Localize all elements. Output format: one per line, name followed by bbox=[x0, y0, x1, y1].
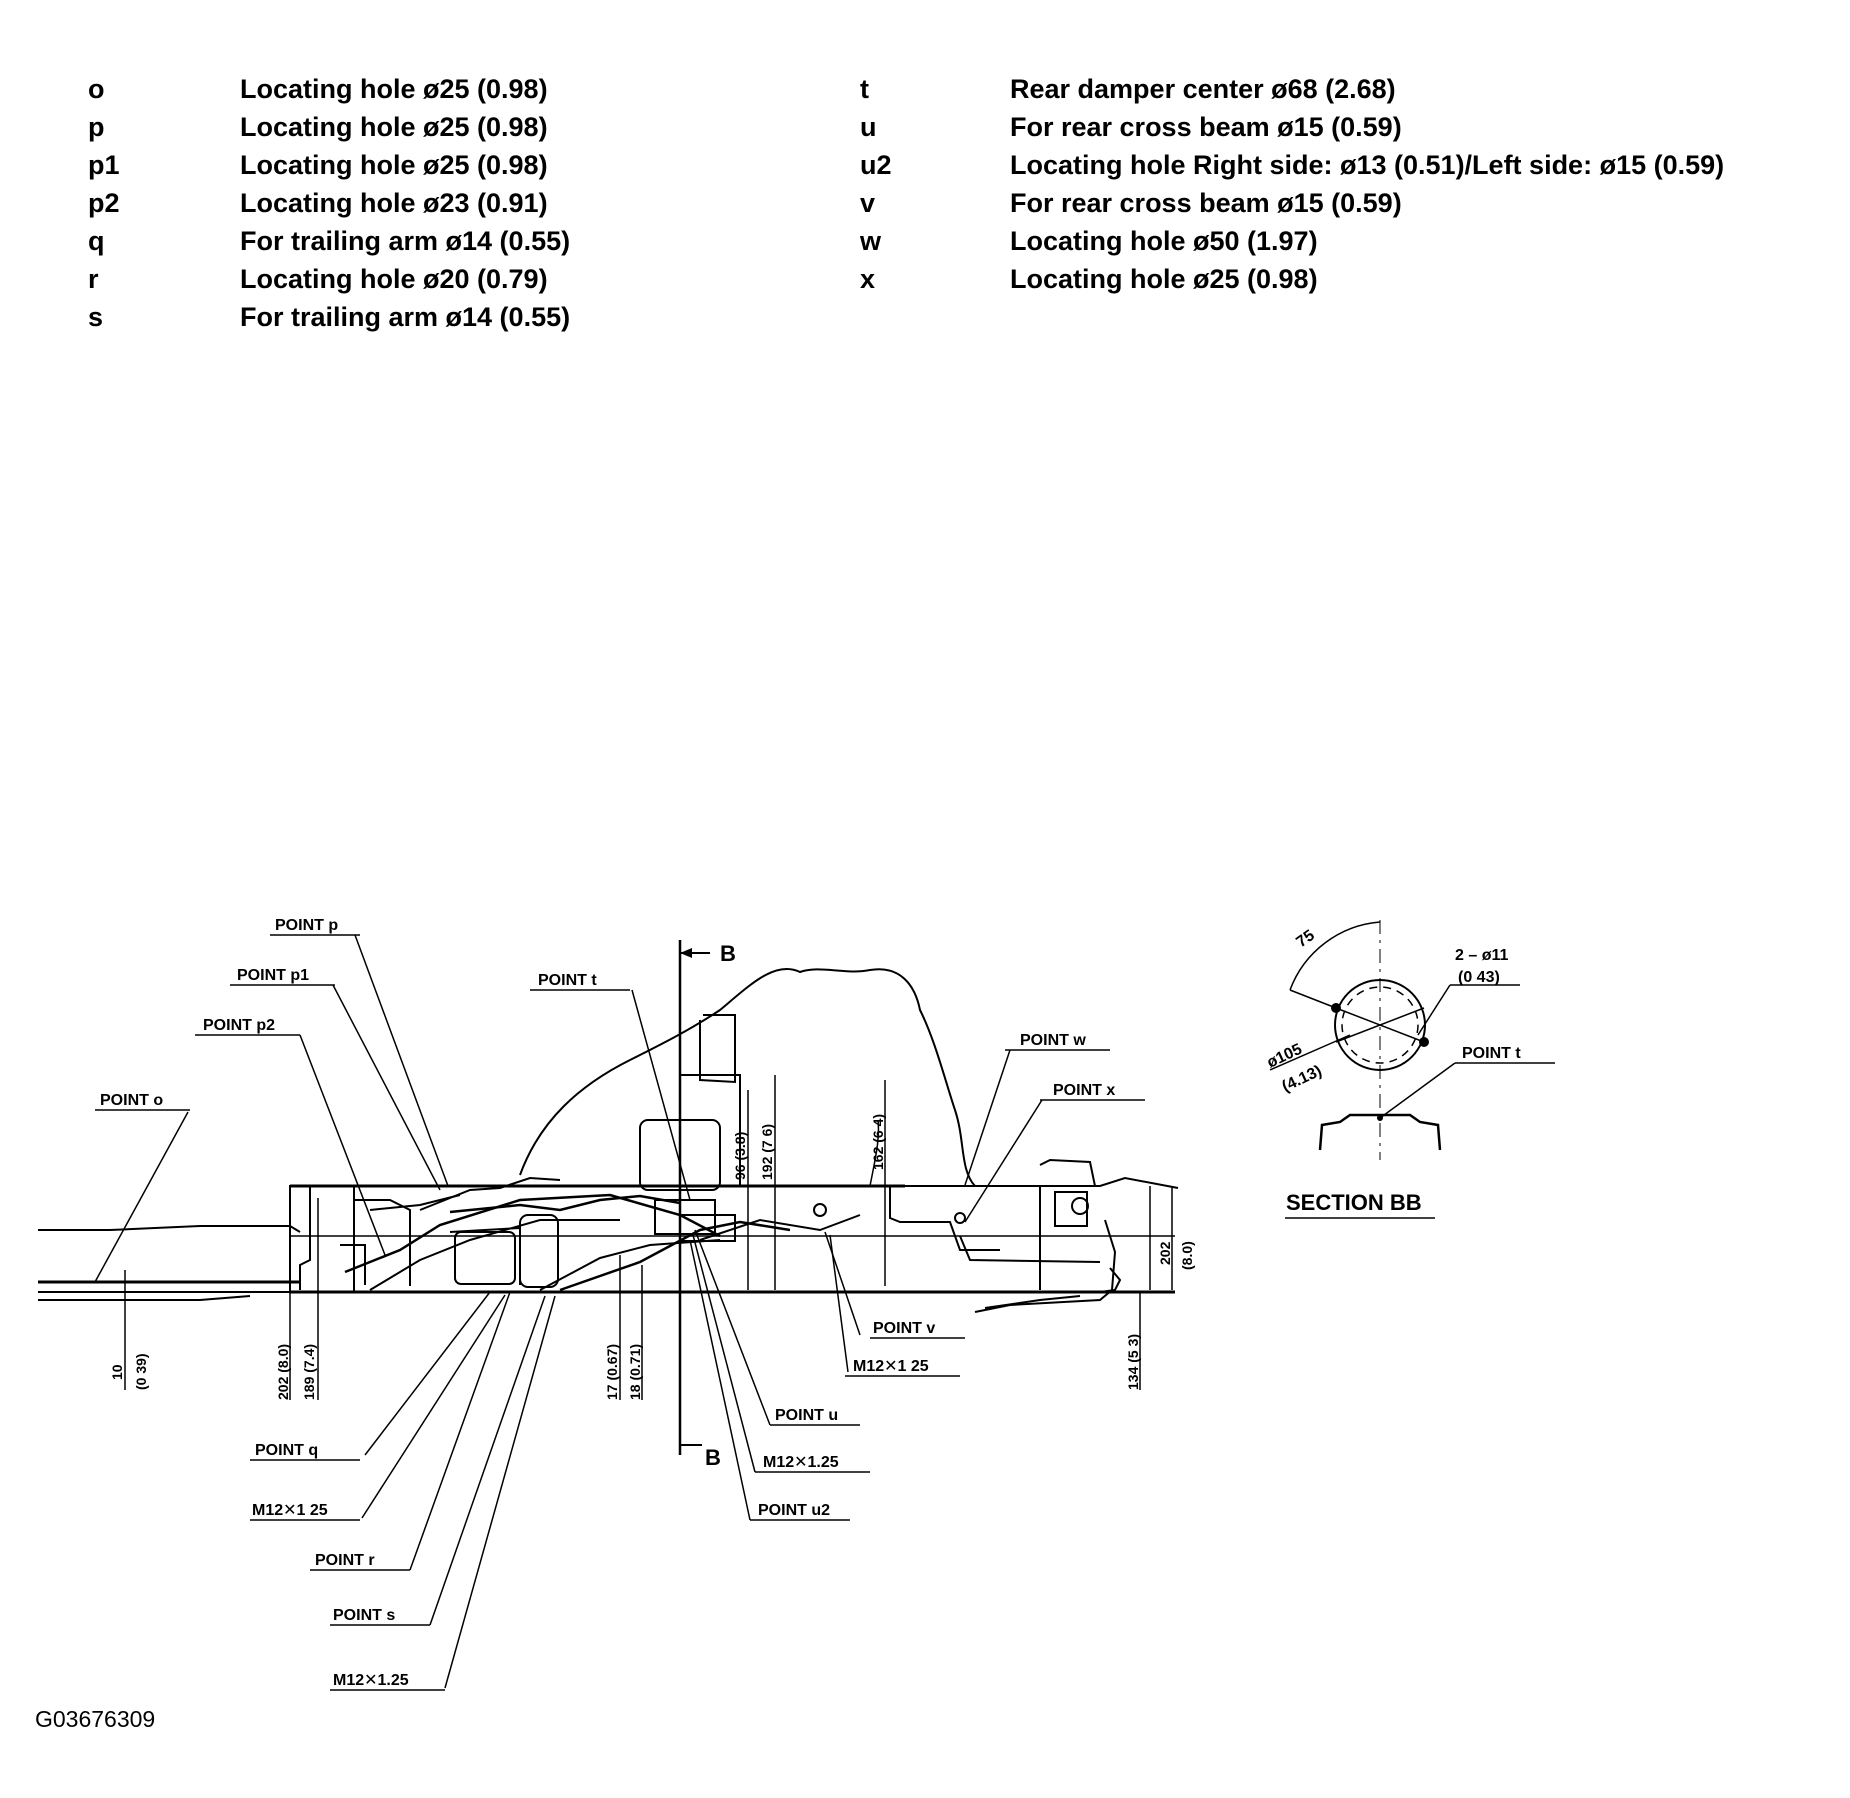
holes-label: 2 – ø11 bbox=[1455, 947, 1508, 964]
legend-row: r Locating hole ø20 (0.79) bbox=[88, 260, 570, 298]
dim-202-right-in: (8.0) bbox=[1179, 1241, 1195, 1270]
m12-v-label: M12✕1 25 bbox=[853, 1358, 929, 1375]
point-p1-label: POINT p1 bbox=[237, 967, 309, 984]
legend-code: p2 bbox=[88, 187, 120, 218]
legend-row: p2 Locating hole ø23 (0.91) bbox=[88, 184, 570, 222]
point-s-label: POINT s bbox=[333, 1607, 395, 1624]
dim-202-right: 202 bbox=[1157, 1241, 1173, 1265]
point-p-label: POINT p bbox=[275, 917, 338, 934]
legend-desc: Locating hole Right side: ø13 (0.51)/Lef… bbox=[1010, 149, 1725, 180]
callout-labels: POINT p POINT p1 POINT p2 POINT o POINT … bbox=[100, 917, 1115, 1689]
legend-code: u2 bbox=[860, 149, 892, 180]
legend-desc: For trailing arm ø14 (0.55) bbox=[240, 301, 571, 332]
legend-desc: Locating hole ø20 (0.79) bbox=[240, 263, 548, 294]
legend-row: w Locating hole ø50 (1.97) bbox=[860, 222, 1724, 260]
legend-desc: Rear damper center ø68 (2.68) bbox=[1010, 73, 1396, 104]
point-p2-label: POINT p2 bbox=[203, 1017, 275, 1034]
dia105-in-label: (4.13) bbox=[1280, 1063, 1325, 1096]
dimension-lines bbox=[124, 1075, 1173, 1400]
point-x-label: POINT x bbox=[1053, 1082, 1115, 1099]
dim-10-in: (0 39) bbox=[133, 1353, 149, 1390]
dim-202-left: 202 (8.0) bbox=[275, 1344, 291, 1400]
dimension-texts: 10 (0 39) 202 (8.0) 189 (7.4) 17 (0.67) … bbox=[109, 1114, 1195, 1400]
legend-code: p1 bbox=[88, 149, 120, 180]
callouts bbox=[94, 934, 1145, 1691]
legend-row: s For trailing arm ø14 (0.55) bbox=[88, 298, 570, 336]
wheelhouse-outline bbox=[519, 967, 976, 1187]
legend-row: u2 Locating hole Right side: ø13 (0.51)/L… bbox=[860, 146, 1724, 184]
angle-75-label: 75 bbox=[1293, 927, 1317, 951]
m12-s-label: M12✕1.25 bbox=[333, 1672, 409, 1689]
legend-row: p Locating hole ø25 (0.98) bbox=[88, 108, 570, 146]
point-r-label: POINT r bbox=[315, 1552, 375, 1569]
dim-192: 192 (7 6) bbox=[759, 1124, 775, 1180]
legend-code: u bbox=[860, 111, 877, 142]
legend-row: t Rear damper center ø68 (2.68) bbox=[860, 70, 1724, 108]
point-t-label: POINT t bbox=[538, 972, 597, 989]
section-point-t-label: POINT t bbox=[1462, 1045, 1521, 1062]
legend-code: t bbox=[860, 73, 869, 104]
legend-row: q For trailing arm ø14 (0.55) bbox=[88, 222, 570, 260]
legend-desc: Locating hole ø25 (0.98) bbox=[1010, 263, 1318, 294]
legend-row: p1 Locating hole ø25 (0.98) bbox=[88, 146, 570, 184]
legend-code: v bbox=[860, 187, 876, 218]
dim-162: 162 (6 4) bbox=[870, 1114, 886, 1170]
legend-desc: Locating hole ø50 (1.97) bbox=[1010, 225, 1318, 256]
section-line-bb: B B bbox=[678, 940, 736, 1470]
legend-desc: For rear cross beam ø15 (0.59) bbox=[1010, 187, 1402, 218]
legend-desc: For trailing arm ø14 (0.55) bbox=[240, 225, 571, 256]
legend-desc: Locating hole ø25 (0.98) bbox=[240, 149, 548, 180]
point-u-label: POINT u bbox=[775, 1407, 838, 1424]
section-label-b-top: B bbox=[720, 941, 736, 966]
dim-134: 134 (5 3) bbox=[1125, 1334, 1141, 1390]
legend-desc: Locating hole ø25 (0.98) bbox=[240, 73, 548, 104]
dia105-label: ø105 bbox=[1265, 1041, 1305, 1072]
legend-row: o Locating hole ø25 (0.98) bbox=[88, 70, 570, 108]
legend-code: r bbox=[88, 263, 99, 294]
dim-18: 18 (0.71) bbox=[627, 1344, 643, 1400]
dim-17: 17 (0.67) bbox=[604, 1344, 620, 1400]
point-u2-label: POINT u2 bbox=[758, 1502, 830, 1519]
legend-desc: For rear cross beam ø15 (0.59) bbox=[1010, 111, 1402, 142]
figure-id: G03676309 bbox=[35, 1706, 156, 1732]
section-label-b-bottom: B bbox=[705, 1445, 721, 1470]
m12-q-label: M12✕1 25 bbox=[252, 1502, 328, 1519]
legend-row: v For rear cross beam ø15 (0.59) bbox=[860, 184, 1724, 222]
legend-code: x bbox=[860, 263, 876, 294]
legend-code: s bbox=[88, 301, 104, 332]
legend-code: p bbox=[88, 111, 105, 142]
point-w-label: POINT w bbox=[1020, 1032, 1086, 1049]
dim-96: 96 (3.8) bbox=[732, 1132, 748, 1180]
point-q-label: POINT q bbox=[255, 1442, 318, 1459]
m12-u-label: M12✕1.25 bbox=[763, 1454, 839, 1471]
section-bb-detail: 75 2 – ø11 (0 43) ø105 (4.13) POINT t SE… bbox=[1265, 920, 1555, 1219]
legend-code: q bbox=[88, 225, 105, 256]
legend-desc: Locating hole ø25 (0.98) bbox=[240, 111, 548, 142]
legend-desc: Locating hole ø23 (0.91) bbox=[240, 187, 548, 218]
point-v-label: POINT v bbox=[873, 1320, 935, 1337]
section-bb-title: SECTION BB bbox=[1286, 1190, 1422, 1215]
legend-row: x Locating hole ø25 (0.98) bbox=[860, 260, 1724, 298]
legend-code: o bbox=[88, 73, 105, 104]
legend-row: u For rear cross beam ø15 (0.59) bbox=[860, 108, 1724, 146]
legend-code: w bbox=[860, 225, 882, 256]
dim-10: 10 bbox=[109, 1364, 125, 1380]
point-o-label: POINT o bbox=[100, 1092, 163, 1109]
holes-in-label: (0 43) bbox=[1458, 969, 1500, 986]
dim-189: 189 (7.4) bbox=[301, 1344, 317, 1400]
